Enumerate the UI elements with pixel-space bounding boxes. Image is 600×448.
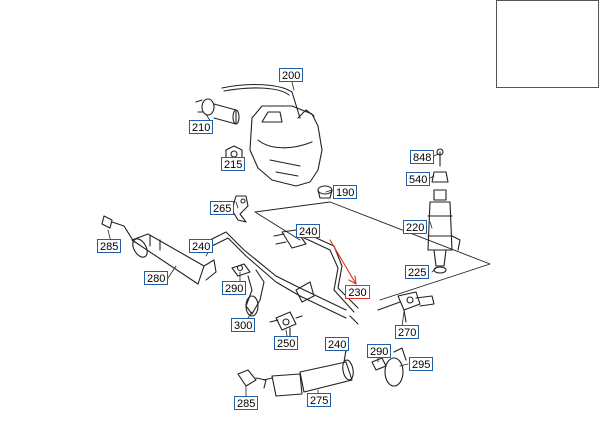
bracket-265 (231, 195, 249, 223)
grommet-190 (317, 185, 333, 199)
callout-285-lower[interactable]: 285 (234, 396, 258, 410)
callout-265[interactable]: 265 (210, 201, 234, 215)
callout-240-upper[interactable]: 240 (296, 224, 320, 238)
callout-240-left[interactable]: 240 (189, 239, 213, 253)
callout-250[interactable]: 250 (274, 336, 298, 350)
reservoir-cap (195, 98, 240, 125)
callout-200[interactable]: 200 (279, 68, 303, 82)
callout-540[interactable]: 540 (406, 172, 430, 186)
pump-assembly (427, 148, 461, 274)
callout-848[interactable]: 848 (410, 150, 434, 164)
inset-frame (496, 0, 599, 88)
callout-280[interactable]: 280 (144, 271, 168, 285)
callout-290-right[interactable]: 290 (367, 344, 391, 358)
callout-225[interactable]: 225 (405, 265, 429, 279)
clamp-295 (371, 347, 407, 387)
callout-295[interactable]: 295 (409, 357, 433, 371)
hose-230 (273, 229, 359, 325)
callout-290-left[interactable]: 290 (222, 281, 246, 295)
highlight-arrow (329, 239, 357, 285)
callout-270[interactable]: 270 (395, 325, 419, 339)
callout-240-lower[interactable]: 240 (325, 337, 349, 351)
left-hose (209, 231, 347, 319)
fitting-285-lower (237, 369, 267, 389)
routing-plane (254, 201, 491, 301)
nozzle-270 (377, 291, 435, 323)
callout-210[interactable]: 210 (189, 120, 213, 134)
cylinder-280 (101, 215, 217, 285)
callout-220[interactable]: 220 (403, 220, 427, 234)
callout-190[interactable]: 190 (333, 185, 357, 199)
callout-285-upper[interactable]: 285 (97, 239, 121, 253)
clip-300 (231, 263, 265, 317)
callout-275[interactable]: 275 (307, 393, 331, 407)
callout-230[interactable]: 230 (345, 285, 370, 299)
callout-215[interactable]: 215 (221, 157, 245, 171)
callout-300[interactable]: 300 (231, 318, 255, 332)
valve-250 (269, 311, 303, 337)
washer-reservoir (221, 84, 323, 187)
